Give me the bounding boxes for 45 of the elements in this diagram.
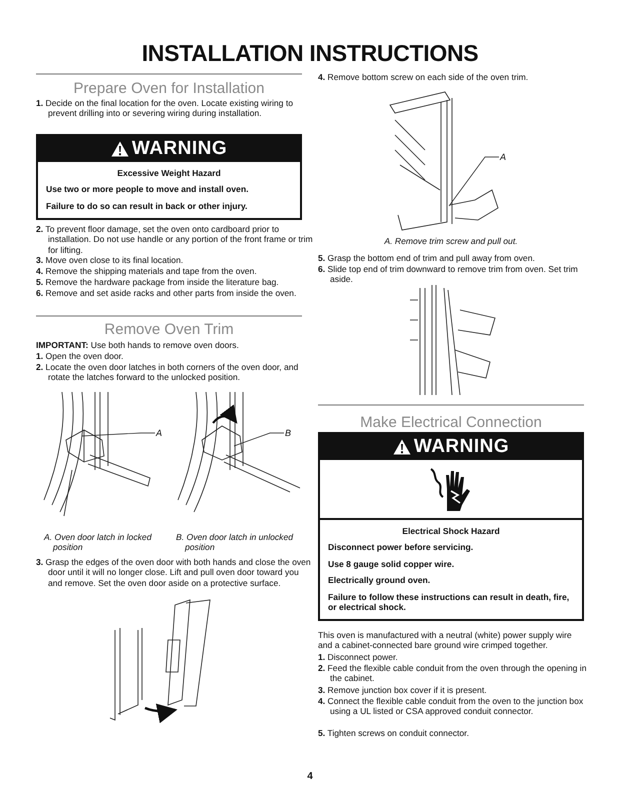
callout-letter: A: [156, 428, 164, 438]
instruction-step: 5. Grasp the bottom end of trim and pull away from oven.: [318, 253, 596, 264]
instruction-step: 5. Tighten screws on conduit connector.: [318, 728, 596, 738]
warning-text: Electrically ground oven.: [328, 575, 432, 586]
instruction-step: 2. Feed the flexible cable conduit from the oven through the opening in the cabinet.: [318, 663, 596, 684]
hazard-heading: Excessive Weight Hazard: [116, 168, 222, 178]
body-text: IMPORTANT: Use both hands to remove oven doors.: [36, 340, 240, 350]
warning-title: WARNING: [132, 138, 228, 160]
warning-text: Failure to do so can result in back or other injury.: [46, 200, 248, 212]
figure-caption: A. Remove trim screw and pull out.: [383, 236, 519, 246]
leader-line: [82, 432, 156, 436]
instruction-step: 4. Remove the shipping materials and tape from the oven.: [36, 266, 314, 276]
instruction-step: 2. To prevent floor damage, set the oven onto cardboard prior to installation. Do not use handle or any portion of the front frame or trim for lifting.: [36, 224, 314, 256]
leader-line: [234, 432, 284, 446]
instruction-step: 6. Remove and set aside racks and other parts from inside the oven.: [36, 288, 314, 298]
instruction-step: 5. Remove the hardware package from inside the literature bag.: [36, 277, 314, 288]
warning-text: Disconnect power before servicing.: [328, 542, 474, 553]
callout-letter: B: [285, 428, 293, 438]
warning-text: Use two or more people to move and install oven.: [46, 184, 250, 195]
instruction-step: 4. Connect the flexible cable conduit from the oven to the junction box using a UL listed or CSA approved conduit connector.: [318, 696, 596, 717]
instruction-step: 6. Slide top end of trim downward to remove trim from oven. Set trim aside.: [318, 264, 596, 285]
page-title: INSTALLATION INSTRUCTIONS: [140, 40, 480, 67]
leader-line: [448, 156, 500, 206]
instruction-step: 1. Disconnect power.: [318, 652, 596, 662]
warning-box: [318, 432, 584, 622]
section-heading: Make Electrical Connection: [359, 414, 543, 431]
body-text: This oven is manufactured with a neutral (white) power supply wire and a cabinet-connected bare ground wire crimped together.: [318, 630, 573, 651]
figure-caption: A. Oven door latch in locked position: [44, 532, 153, 553]
instruction-step: 3. Move oven close to its final location.: [36, 255, 314, 266]
hazard-heading: Electrical Shock Hazard: [401, 526, 501, 536]
warning-title: WARNING: [414, 436, 510, 458]
callout-letter: A: [500, 152, 508, 162]
warning-text: Use 8 gauge solid copper wire.: [328, 558, 456, 570]
instruction-step: 3. Remove junction box cover if it is present.: [318, 685, 596, 696]
section-heading: Prepare Oven for Installation: [72, 80, 266, 97]
warning-text: Failure to follow these instructions can result in death, fire, or electrical shock.: [328, 592, 570, 612]
instruction-step: 4. Remove bottom screw on each side of the oven trim.: [318, 72, 596, 82]
instruction-step: 3. Grasp the edges of the oven door with both hands and close the oven door until it will no longer close. Lift and pull oven door toward you and remove. Set the oven door aside on a protective surface.: [36, 557, 314, 588]
page-number: 4: [306, 772, 314, 782]
instruction-step: 2. Locate the oven door latches in both corners of the oven door, and rotate the latches forward to the unlocked position.: [36, 362, 314, 383]
section-heading: Remove Oven Trim: [103, 321, 235, 338]
warning-box: [36, 134, 302, 220]
instruction-step: 1. Decide on the final location for the oven. Locate existing wiring to prevent drilling into or severing wiring during installation.: [36, 98, 314, 119]
figure-caption: B. Oven door latch in unlocked position: [176, 532, 294, 553]
instruction-step: 1. Open the oven door.: [36, 351, 314, 362]
